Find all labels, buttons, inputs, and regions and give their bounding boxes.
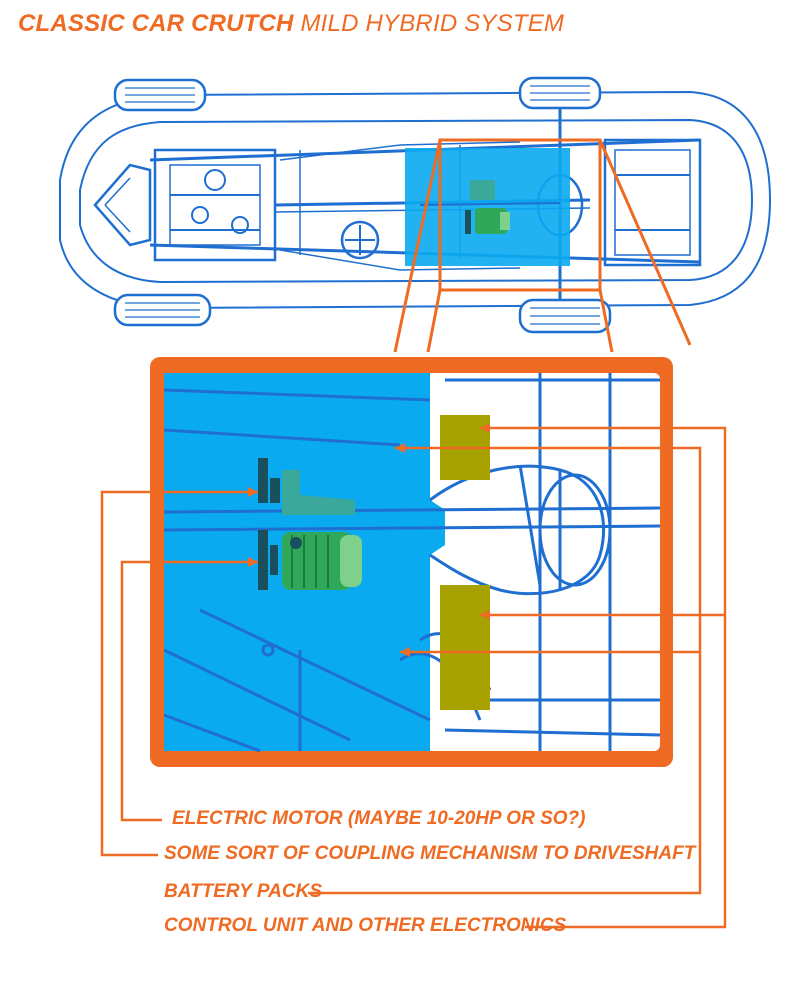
coupling-mechanism bbox=[258, 458, 355, 515]
electric-motor bbox=[258, 530, 362, 590]
label-control-unit: CONTROL UNIT AND OTHER ELECTRONICS bbox=[164, 915, 567, 936]
rear-right-wheel bbox=[518, 298, 612, 334]
callout-lines bbox=[100, 426, 727, 929]
mini-motor bbox=[465, 180, 510, 234]
page-title: CLASSIC CAR CRUTCH MILD HYBRID SYSTEM bbox=[18, 10, 564, 38]
front-right-wheel bbox=[113, 293, 212, 327]
title-bold: CLASSIC CAR CRUTCH bbox=[18, 10, 294, 37]
title-light: MILD HYBRID SYSTEM bbox=[300, 10, 565, 37]
rear-left-wheel bbox=[518, 76, 602, 110]
callout-arrowheads bbox=[248, 423, 490, 657]
battery-pack-bottom bbox=[440, 585, 490, 710]
label-electric-motor: ELECTRIC MOTOR (MAYBE 10-20HP OR SO?) bbox=[172, 808, 586, 829]
front-left-wheel bbox=[113, 78, 207, 112]
zoom-guide-lines bbox=[393, 138, 692, 353]
chassis-highlight-region bbox=[405, 148, 570, 266]
label-battery-packs: BATTERY PACKS bbox=[164, 881, 323, 902]
label-coupling-mechanism: SOME SORT OF COUPLING MECHANISM TO DRIVE… bbox=[164, 843, 696, 864]
